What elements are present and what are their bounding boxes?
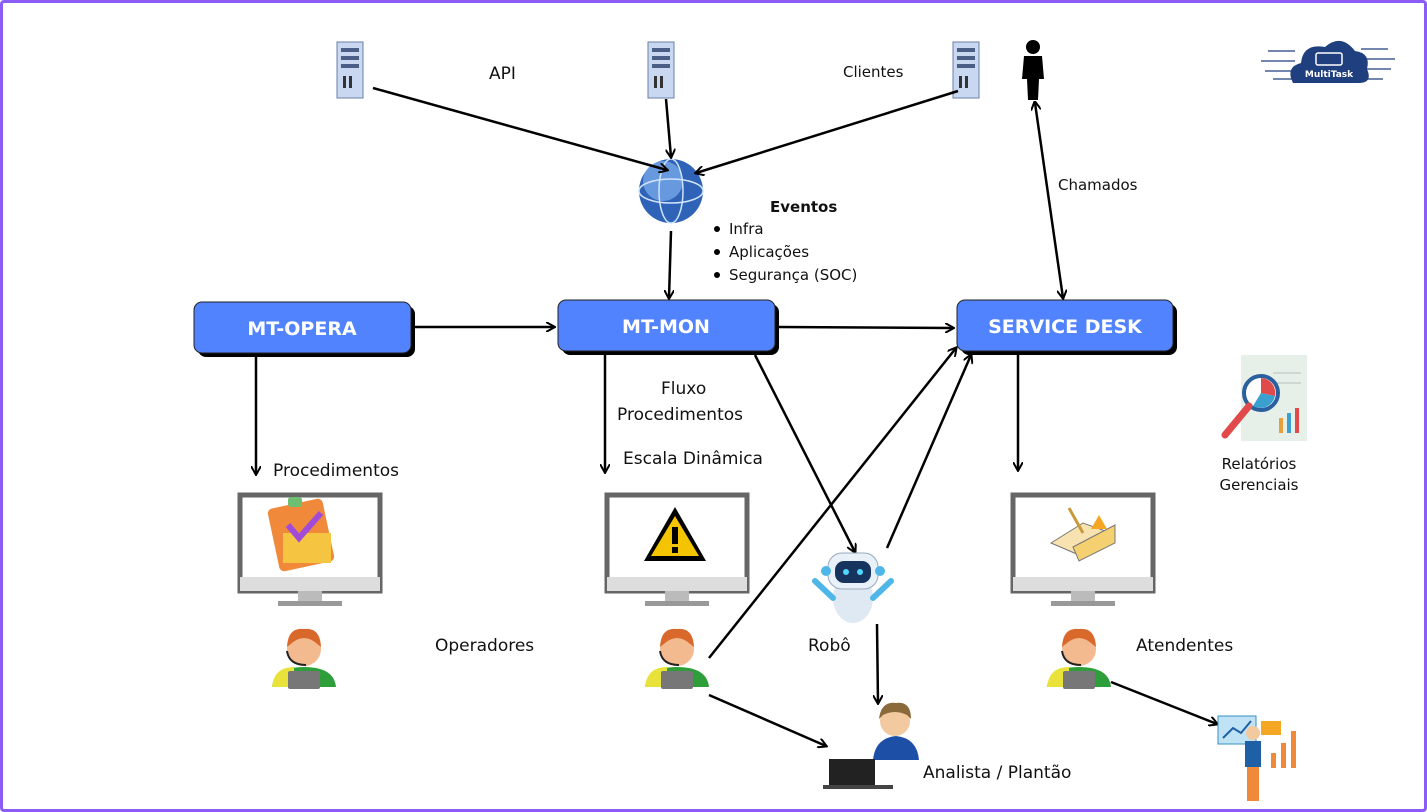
label-atendentes: Atendentes: [1136, 636, 1233, 656]
label-analista: Analista / Plantão: [923, 763, 1071, 783]
warning-icon: [644, 507, 706, 561]
attendant-avatar-icon: [1046, 627, 1112, 690]
eventos-item: Segurança (SOC): [729, 266, 857, 284]
label-robo: Robô: [808, 636, 851, 656]
operator-avatar-icon: [271, 627, 337, 690]
node-mt-opera[interactable]: MT-OPERA: [193, 301, 415, 357]
presenter-chart-icon: [1217, 715, 1296, 801]
server-api-icon: [336, 41, 364, 99]
label-escala: Escala Dinâmica: [623, 449, 763, 469]
label-procedimentos-flow: Procedimentos: [617, 405, 743, 425]
node-label: MT-OPERA: [247, 318, 357, 340]
operator-avatar-icon: [644, 627, 710, 690]
eventos-title: Eventos: [770, 198, 837, 216]
multitask-logo: MultiTask: [1261, 40, 1395, 83]
node-label: MT-MON: [622, 316, 710, 338]
node-mt-mon[interactable]: MT-MON: [557, 299, 779, 355]
clipboard-check-icon: [267, 497, 335, 572]
globe-icon: [638, 158, 704, 224]
eventos-item: Aplicações: [729, 243, 809, 261]
label-api: API: [489, 64, 516, 84]
documents-warning-icon: [1049, 507, 1116, 562]
label-operadores: Operadores: [435, 636, 534, 656]
logo-text: MultiTask: [1305, 70, 1354, 80]
server-clientes-icon: [952, 41, 980, 99]
label-relatorios: Relatórios: [1222, 455, 1297, 473]
report-chart-icon: [1221, 355, 1307, 441]
label-fluxo: Fluxo: [661, 379, 706, 399]
eventos-item: Infra: [729, 220, 764, 238]
label-clientes: Clientes: [843, 63, 904, 81]
label-procedimentos: Procedimentos: [273, 461, 399, 481]
connector-arrows: [256, 86, 1217, 746]
label-chamados: Chamados: [1058, 176, 1138, 194]
label-gerenciais: Gerenciais: [1219, 476, 1298, 494]
node-label: SERVICE DESK: [988, 316, 1143, 338]
robot-icon: [812, 552, 894, 623]
node-service-desk[interactable]: SERVICE DESK: [956, 299, 1177, 355]
analyst-icon: [823, 702, 919, 789]
customer-person-icon: [1022, 40, 1044, 100]
diagram-svg: API Clientes Eventos Infra Aplicações Se…: [193, 40, 1395, 801]
server-icon: [647, 41, 675, 99]
